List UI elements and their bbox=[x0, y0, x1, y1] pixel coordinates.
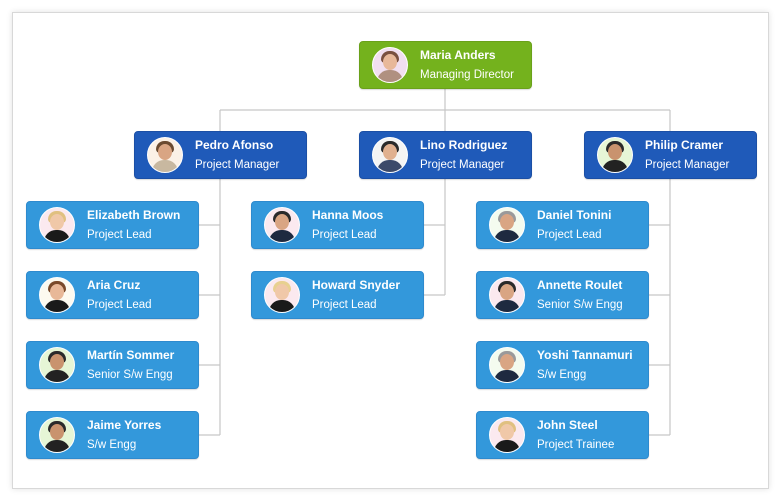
node-title: Project Lead bbox=[312, 299, 377, 311]
org-node-employee[interactable]: Howard Snyder Project Lead bbox=[251, 271, 424, 319]
node-name: Annette Roulet bbox=[537, 278, 623, 292]
female-avatar-icon bbox=[39, 277, 75, 313]
org-node-manager[interactable]: Pedro Afonso Project Manager bbox=[134, 131, 307, 179]
node-name: Martín Sommer bbox=[87, 348, 175, 362]
node-name: Jaime Yorres bbox=[87, 418, 162, 432]
org-node-root[interactable]: Maria Anders Managing Director bbox=[359, 41, 532, 89]
node-name: Lino Rodriguez bbox=[420, 138, 508, 152]
node-title: Project Manager bbox=[195, 159, 280, 171]
node-title: Project Lead bbox=[312, 229, 377, 241]
node-name: Elizabeth Brown bbox=[87, 208, 181, 222]
node-name: Philip Cramer bbox=[645, 138, 724, 152]
org-node-manager[interactable]: Lino Rodriguez Project Manager bbox=[359, 131, 532, 179]
org-node-employee[interactable]: Yoshi Tannamuri S/w Engg bbox=[476, 341, 649, 389]
node-name: Daniel Tonini bbox=[537, 208, 612, 222]
org-node-manager[interactable]: Philip Cramer Project Manager bbox=[584, 131, 757, 179]
male-avatar-icon bbox=[489, 277, 525, 313]
node-name: Yoshi Tannamuri bbox=[537, 348, 633, 362]
node-name: Hanna Moos bbox=[312, 208, 384, 222]
diagram-canvas bbox=[12, 12, 769, 489]
node-title: Senior S/w Engg bbox=[537, 299, 623, 311]
node-name: Howard Snyder bbox=[312, 278, 401, 292]
node-title: Project Trainee bbox=[537, 439, 615, 451]
org-node-employee[interactable]: John Steel Project Trainee bbox=[476, 411, 649, 459]
node-name: John Steel bbox=[537, 418, 598, 432]
female-avatar-icon bbox=[489, 417, 525, 453]
node-title: Senior S/w Engg bbox=[87, 369, 173, 381]
node-title: Managing Director bbox=[420, 69, 514, 81]
female-avatar-icon bbox=[264, 277, 300, 313]
female-avatar-icon bbox=[39, 207, 75, 243]
male-avatar-icon bbox=[39, 417, 75, 453]
node-title: S/w Engg bbox=[87, 439, 137, 451]
org-node-employee[interactable]: Annette Roulet Senior S/w Engg bbox=[476, 271, 649, 319]
male-avatar-icon bbox=[39, 347, 75, 383]
node-title: Project Lead bbox=[537, 229, 602, 241]
node-title: Project Lead bbox=[87, 299, 152, 311]
node-name: Maria Anders bbox=[420, 48, 496, 62]
org-node-employee[interactable]: Daniel Tonini Project Lead bbox=[476, 201, 649, 249]
female-avatar-icon bbox=[372, 47, 408, 83]
male-avatar-icon bbox=[147, 137, 183, 173]
node-title: S/w Engg bbox=[537, 369, 587, 381]
node-name: Pedro Afonso bbox=[195, 138, 274, 152]
node-title: Project Manager bbox=[645, 159, 730, 171]
male-avatar-icon bbox=[264, 207, 300, 243]
node-name: Aria Cruz bbox=[87, 278, 141, 292]
org-node-employee[interactable]: Jaime Yorres S/w Engg bbox=[26, 411, 199, 459]
org-node-employee[interactable]: Aria Cruz Project Lead bbox=[26, 271, 199, 319]
org-node-employee[interactable]: Martín Sommer Senior S/w Engg bbox=[26, 341, 199, 389]
male-avatar-icon bbox=[489, 347, 525, 383]
node-title: Project Manager bbox=[420, 159, 505, 171]
org-node-employee[interactable]: Hanna Moos Project Lead bbox=[251, 201, 424, 249]
male-avatar-icon bbox=[489, 207, 525, 243]
node-title: Project Lead bbox=[87, 229, 152, 241]
male-avatar-icon bbox=[597, 137, 633, 173]
org-node-employee[interactable]: Elizabeth Brown Project Lead bbox=[26, 201, 199, 249]
male-avatar-icon bbox=[372, 137, 408, 173]
